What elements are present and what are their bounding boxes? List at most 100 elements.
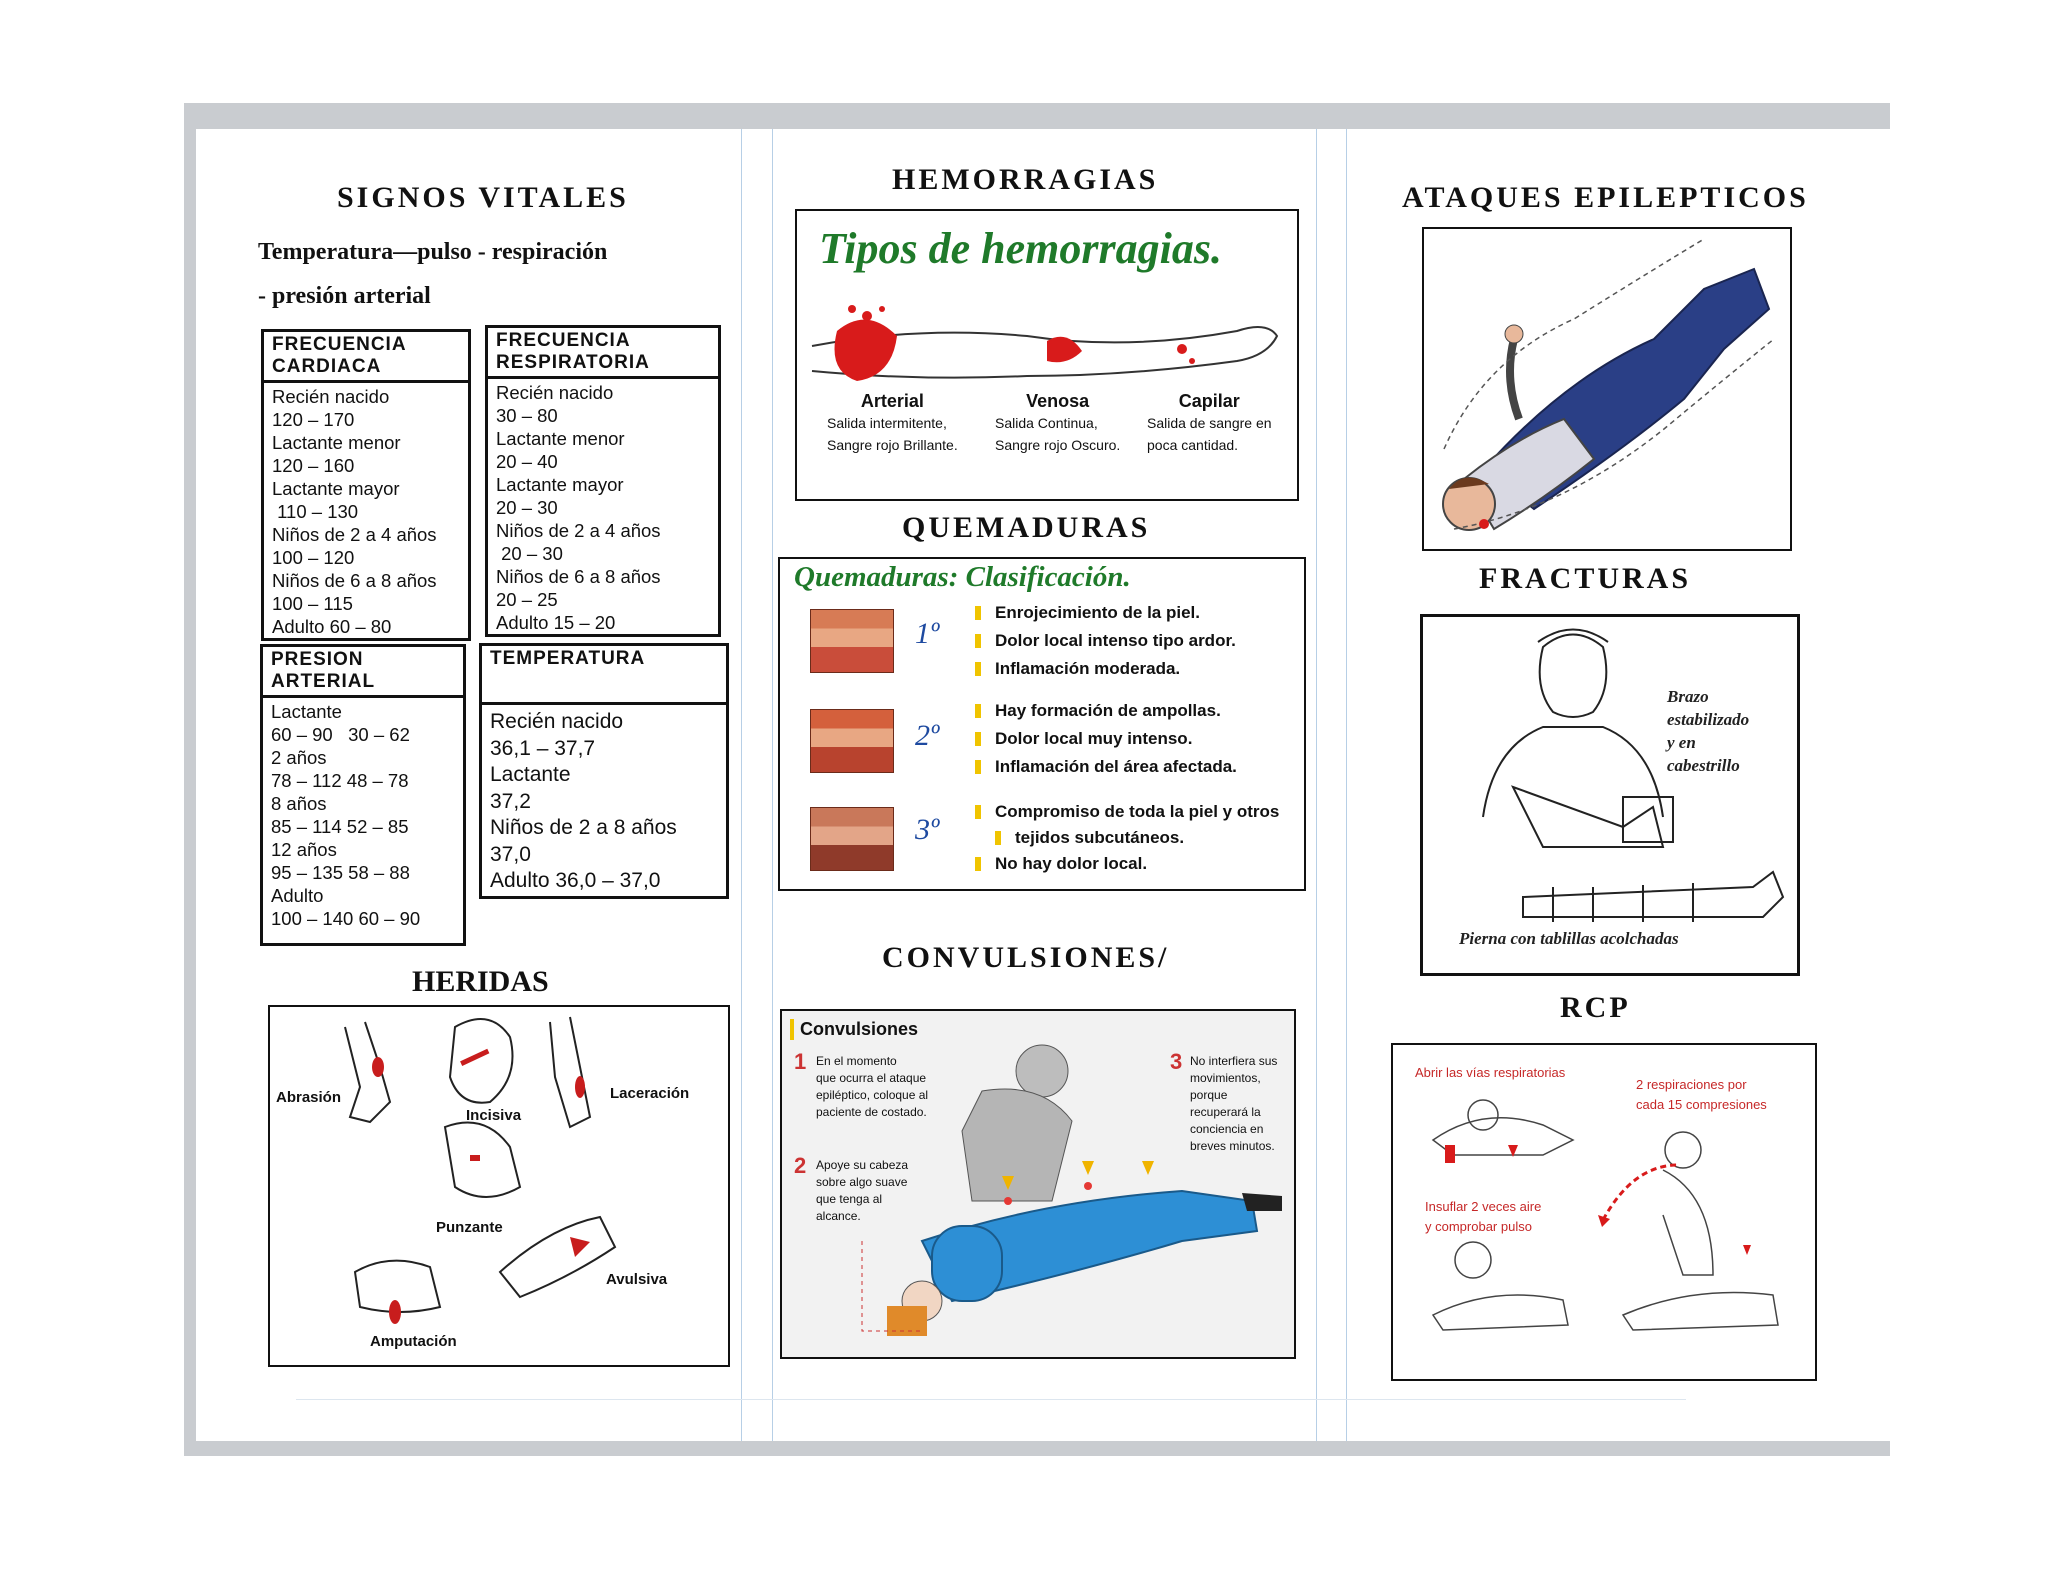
caption-line: y en bbox=[1667, 733, 1696, 752]
convulsiones-title: CONVULSIONES/ bbox=[882, 941, 1170, 974]
table-row: Recién nacido bbox=[496, 382, 614, 403]
table-row: 85 – 114 52 – 85 bbox=[271, 816, 409, 837]
type-name: Venosa bbox=[1026, 391, 1090, 411]
table-row: 36,1 – 37,7 bbox=[490, 736, 596, 760]
type-desc: poca cantidad. bbox=[1147, 437, 1239, 453]
body-bleeding-drawing bbox=[811, 305, 1279, 381]
table-row: 120 – 170 bbox=[272, 409, 355, 430]
step-number: 3 bbox=[1170, 1049, 1183, 1074]
heridas-title: HERIDAS bbox=[412, 965, 549, 998]
rcp-step-compressions: 2 respiraciones por cada 15 compresiones bbox=[1636, 1075, 1767, 1115]
step-text: paciente de costado. bbox=[816, 1105, 927, 1119]
rcp-text: 2 respiraciones por bbox=[1636, 1077, 1747, 1092]
degree-1-list: Enrojecimiento de la piel. Dolor local i… bbox=[975, 599, 1236, 683]
table-row: Lactante bbox=[271, 701, 342, 722]
table-row: 100 – 120 bbox=[272, 547, 355, 568]
step-number: 2 bbox=[794, 1153, 807, 1178]
type-name: Capilar bbox=[1178, 391, 1240, 411]
step-2: 2 Apoye su cabeza sobre algo suave que t… bbox=[794, 1153, 909, 1225]
skin-second-degree-icon bbox=[810, 709, 894, 773]
step-text: alcance. bbox=[816, 1209, 861, 1223]
table-body: Recién nacido 30 – 80 Lactante menor 20 … bbox=[488, 379, 718, 636]
seizure-person-drawing bbox=[1442, 238, 1775, 531]
degree-label: 3º bbox=[915, 813, 940, 846]
step-text: movimientos, bbox=[1190, 1071, 1261, 1085]
type-desc: Sangre rojo Oscuro. bbox=[995, 437, 1121, 453]
quemaduras-title: QUEMADURAS bbox=[902, 511, 1151, 544]
header-line: CARDIACA bbox=[272, 356, 382, 377]
label-abrasion: Abrasión bbox=[276, 1089, 342, 1106]
label-avulsiva: Avulsiva bbox=[606, 1271, 668, 1288]
column-guide bbox=[1316, 129, 1317, 1441]
step-3: 3 No interfiera sus movimientos, porque … bbox=[1170, 1049, 1278, 1155]
rcp-illustration: Abrir las vías respiratorias 2 respiraci… bbox=[1391, 1043, 1817, 1381]
step-text: que ocurra el ataque bbox=[816, 1071, 927, 1085]
type-desc: Sangre rojo Brillante. bbox=[827, 437, 958, 453]
skin-third-degree-icon bbox=[810, 807, 894, 871]
table-header: FRECUENCIA CARDIACA bbox=[264, 332, 468, 383]
table-header: TEMPERATURA bbox=[482, 646, 726, 705]
step-text: recuperará la bbox=[1190, 1105, 1261, 1119]
arm-caption: Brazo estabilizado y en cabestrillo bbox=[1667, 685, 1749, 777]
burn-symptom: Enrojecimiento de la piel. bbox=[975, 599, 1236, 627]
ataques-title: ATAQUES EPILEPTICOS bbox=[1402, 181, 1809, 214]
table-row: Lactante bbox=[490, 763, 571, 786]
table-row: Lactante menor bbox=[496, 428, 625, 449]
step-text: No interfiera sus bbox=[1190, 1054, 1278, 1068]
table-row: Adulto 60 – 80 bbox=[272, 616, 392, 637]
table-row: Niños de 2 a 8 años bbox=[490, 816, 677, 839]
table-row: Niños de 2 a 4 años bbox=[496, 520, 661, 541]
step-text: que tenga al bbox=[816, 1192, 883, 1206]
table-row: 100 – 140 60 – 90 bbox=[271, 908, 421, 929]
table-row: Recién nacido bbox=[272, 386, 390, 407]
hemorragias-illustration: Tipos de hemorragias. Arterial Salida in… bbox=[795, 209, 1299, 501]
label-amputacion: Amputación bbox=[370, 1333, 457, 1350]
burn-symptom: Dolor local muy intenso. bbox=[975, 725, 1237, 753]
label-incisiva: Incisiva bbox=[466, 1107, 522, 1124]
table-row: 20 – 25 bbox=[496, 589, 558, 610]
table-row: Lactante menor bbox=[272, 432, 401, 453]
rcp-title: RCP bbox=[1560, 991, 1631, 1024]
margin-guide bbox=[296, 1399, 1686, 1400]
step-1: 1 En el momento que ocurra el ataque epi… bbox=[794, 1049, 928, 1121]
table-row: Niños de 6 a 8 años bbox=[272, 570, 437, 591]
heridas-illustration: Abrasión Incisiva Laceración Punzante Av… bbox=[268, 1005, 730, 1367]
header-line: FRECUENCIA bbox=[272, 334, 407, 355]
splint-sling-drawing bbox=[1482, 628, 1785, 922]
column-guide bbox=[772, 129, 773, 1441]
table-row: 100 – 115 bbox=[272, 593, 353, 614]
header-line: FRECUENCIA bbox=[496, 330, 631, 351]
step-number: 1 bbox=[794, 1049, 807, 1074]
fracturas-title: FRACTURAS bbox=[1479, 562, 1692, 595]
table-row: 78 – 112 48 – 78 bbox=[271, 770, 409, 791]
burn-symptom: No hay dolor local. bbox=[975, 851, 1279, 877]
table-row: 30 – 80 bbox=[496, 405, 558, 426]
table-body: Lactante 60 – 90 30 – 62 2 años 78 – 112… bbox=[263, 698, 463, 932]
type-arterial: Arterial Salida intermitente, Sangre roj… bbox=[827, 391, 958, 456]
fracturas-illustration: Brazo estabilizado y en cabestrillo Pier… bbox=[1420, 614, 1800, 976]
header-line: ARTERIAL bbox=[271, 671, 376, 692]
table-header: FRECUENCIA RESPIRATORIA bbox=[488, 328, 718, 379]
hemorragias-title: HEMORRAGIAS bbox=[892, 163, 1159, 196]
table-row: Adulto bbox=[271, 885, 324, 906]
step-text: Apoye su cabeza bbox=[816, 1158, 909, 1172]
step-text: sobre algo suave bbox=[816, 1175, 908, 1189]
table-row: 8 años bbox=[271, 793, 327, 814]
type-desc: Salida intermitente, bbox=[827, 415, 947, 431]
table-row: Adulto 36,0 – 37,0 bbox=[490, 869, 661, 892]
quemaduras-illustration: Quemaduras: Clasificación. 1º Enrojecimi… bbox=[778, 557, 1306, 891]
label-laceracion: Laceración bbox=[610, 1085, 690, 1102]
table-row: Niños de 2 a 4 años bbox=[272, 524, 437, 545]
burn-symptom: Compromiso de toda la piel y otros bbox=[975, 799, 1279, 825]
burn-symptom: tejidos subcutáneos. bbox=[975, 825, 1279, 851]
type-capilar: Capilar Salida de sangre en poca cantida… bbox=[1147, 391, 1272, 456]
table-row: 12 años bbox=[271, 839, 337, 860]
table-row: 37,2 bbox=[490, 789, 531, 813]
table-header: PRESION ARTERIAL bbox=[263, 647, 463, 698]
patient-recovery-position-drawing bbox=[861, 1044, 1282, 1336]
rcp-text: y comprobar pulso bbox=[1425, 1219, 1532, 1234]
degree-2-list: Hay formación de ampollas. Dolor local m… bbox=[975, 697, 1237, 781]
caption-line: estabilizado bbox=[1667, 710, 1750, 729]
frecuencia-cardiaca-table: FRECUENCIA CARDIACA Recién nacido 120 – … bbox=[261, 329, 471, 641]
signos-title: SIGNOS VITALES bbox=[337, 181, 629, 214]
